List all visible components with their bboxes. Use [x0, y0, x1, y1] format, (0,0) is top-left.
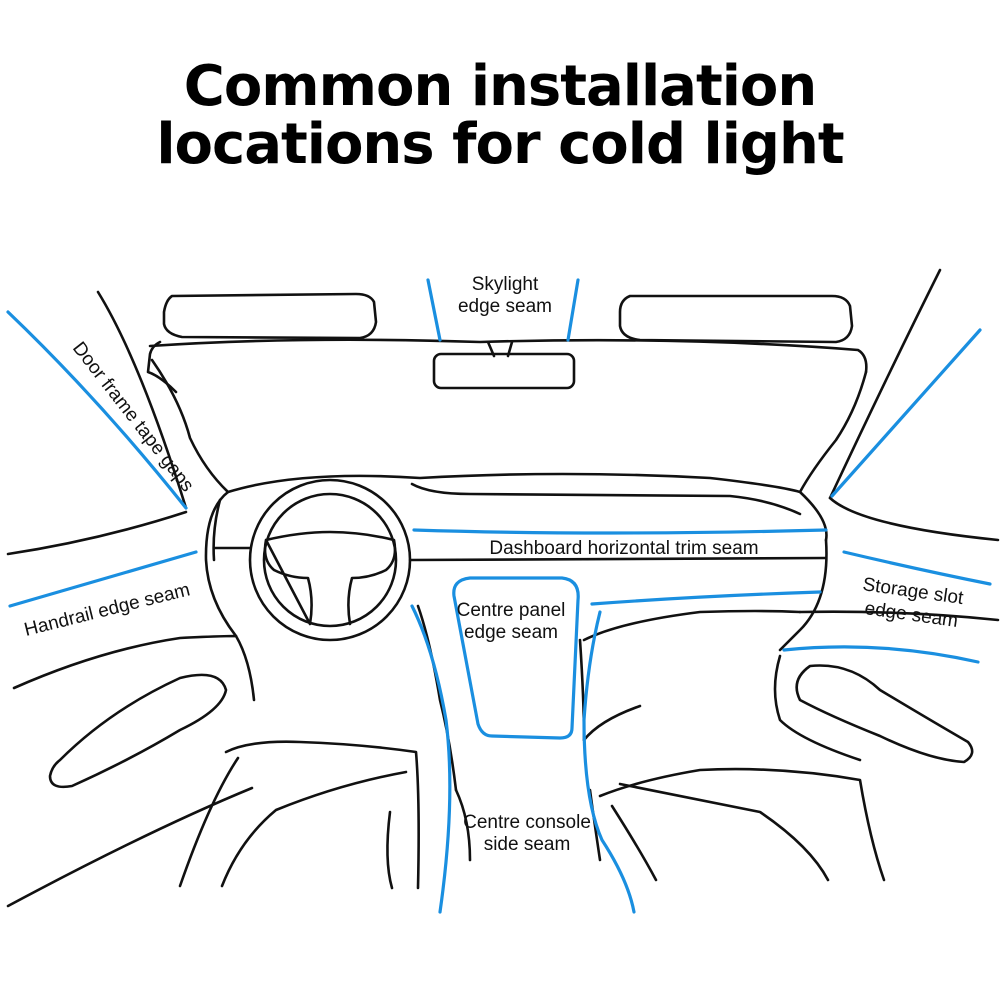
left-seat-side: [386, 810, 394, 890]
dashboard-top: [226, 472, 828, 542]
console-seam-left: [410, 604, 452, 914]
right-seat-side: [618, 782, 830, 882]
centre-panel-seam: [452, 576, 580, 740]
left-door-lower: [6, 786, 254, 908]
handrail-seam: [8, 550, 198, 608]
steering-wheel-hub: [263, 530, 397, 626]
left-door-handle: [48, 673, 228, 789]
left-door-frame: [6, 510, 188, 556]
rear-view-mirror: [432, 352, 576, 390]
left-sun-visor: [162, 292, 378, 340]
title-line-1: Common installation: [183, 54, 818, 119]
dashboard-left-cluster: [212, 498, 222, 562]
right-sun-visor: [618, 294, 854, 344]
windshield-right-pillar: [798, 370, 868, 494]
right-a-pillar: [828, 268, 942, 500]
right-seat-outline: [598, 767, 886, 882]
right-door-frame: [828, 496, 1000, 542]
left-door-panel-top: [12, 634, 256, 702]
label-centre-panel-line-2: edge seam: [464, 622, 558, 643]
right-door-inner: [773, 654, 862, 762]
dashboard-lower-line: [212, 546, 828, 562]
right-door-handle: [795, 664, 974, 764]
left-seat-inner: [220, 770, 408, 888]
right-door-panel-top: [798, 610, 1000, 622]
skylight-seam-left: [426, 278, 442, 342]
label-console-line-2: side seam: [484, 834, 571, 855]
storage-slot-seam-lower: [782, 645, 980, 664]
steering-wheel-outer: [248, 478, 412, 642]
dashboard-right-face: [778, 538, 828, 652]
left-seat-outline: [224, 740, 420, 890]
right-seat-inner: [610, 804, 658, 882]
door-frame-seam-right: [830, 328, 982, 498]
label-handrail: Handrail edge seam: [22, 579, 192, 641]
console-lower-right: [582, 704, 642, 742]
centre-console-top: [582, 609, 802, 642]
door-frame-seam-left: [6, 310, 188, 510]
centre-console-left: [416, 604, 458, 792]
left-seat-back: [178, 756, 240, 888]
title-line-2: locations for cold light: [156, 112, 844, 177]
diagram-labels: Skylight edge seam Door frame tape gaps …: [22, 274, 965, 855]
label-dashboard: Dashboard horizontal trim seam: [489, 538, 758, 559]
label-centre-panel-line-1: Centre panel: [457, 600, 566, 621]
headliner-top: [146, 340, 178, 394]
right-panel-seam: [590, 590, 822, 606]
left-a-pillar-inner: [96, 290, 188, 510]
page-title: Common installation locations for cold l…: [0, 58, 1000, 174]
dashboard-trim-seam: [412, 528, 828, 535]
label-skylight-line-1: Skylight: [472, 274, 539, 295]
windshield-left-pillar: [150, 358, 230, 494]
skylight-seam-right: [566, 278, 580, 342]
dashboard-left-face: [204, 490, 238, 638]
dashboard-hood: [410, 482, 802, 516]
steering-wheel-inner: [262, 492, 398, 628]
label-skylight-line-2: edge seam: [458, 296, 552, 317]
console-seam-right: [582, 610, 636, 914]
car-line-art: [6, 268, 1000, 908]
cold-light-lines: [6, 278, 992, 914]
label-console-line-1: Centre console: [463, 812, 591, 833]
storage-slot-seam-upper: [842, 550, 992, 586]
